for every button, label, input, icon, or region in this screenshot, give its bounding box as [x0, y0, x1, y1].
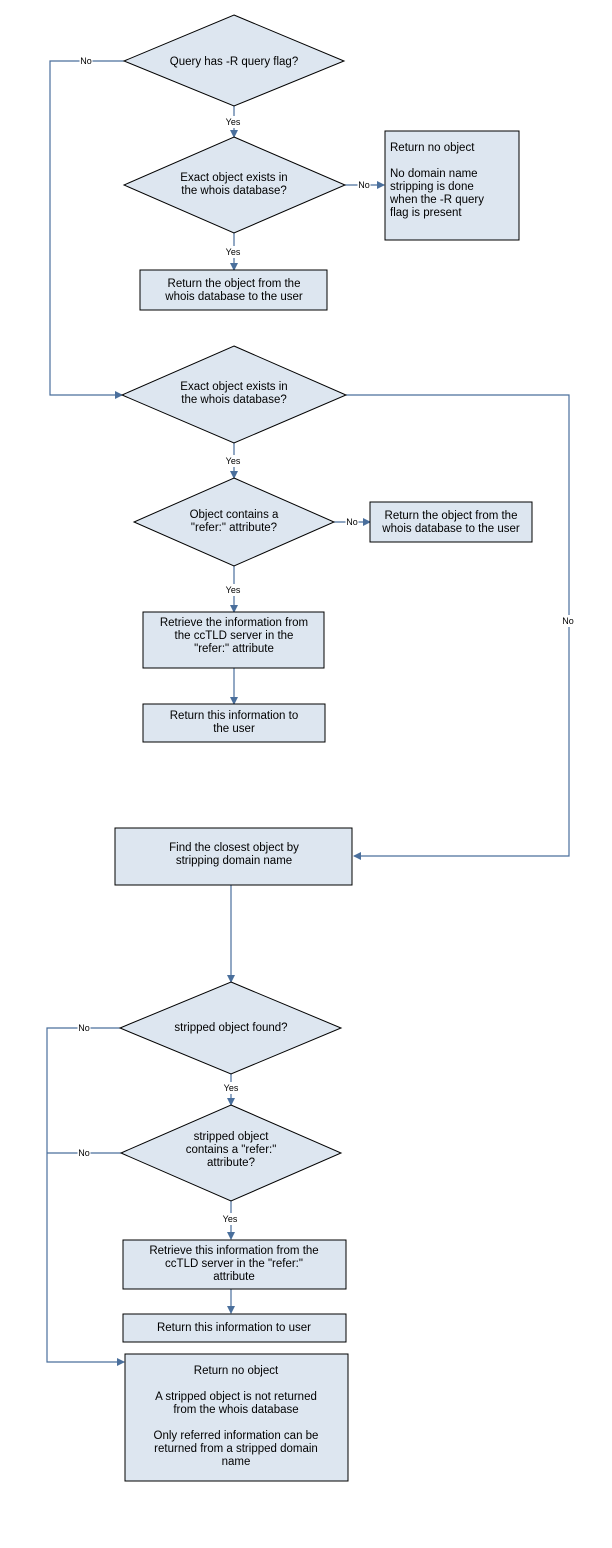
- edge-d1-d3: [49, 60, 124, 399]
- edge-label-no: No: [562, 616, 574, 626]
- edge-label-bg: [79, 55, 93, 67]
- node-text-line: stripping domain name: [176, 855, 292, 867]
- node-text-line: Object contains a: [190, 509, 279, 521]
- node-text-line: Return no object: [194, 1365, 279, 1377]
- decision-stripped-found: [118, 981, 343, 1075]
- node-text-line: contains a "refer:": [186, 1144, 277, 1156]
- node-text-line: Retrieve the information from: [160, 617, 308, 629]
- edge-label-yes: Yes: [226, 117, 241, 127]
- box-retrieve-cctld: [142, 611, 325, 669]
- decision-exact-object-1: [122, 136, 347, 234]
- node-text-line: when the -R query: [389, 194, 484, 206]
- node-text-line: whois database to the user: [164, 291, 303, 303]
- edge-label-yes: Yes: [226, 585, 241, 595]
- node-text-line: Return the object from the: [385, 510, 518, 522]
- node-text-line: A stripped object is not returned: [155, 1391, 317, 1403]
- edge-label-bg: [223, 455, 243, 467]
- edge-d5-r2: [46, 1027, 125, 1366]
- edge-label-yes: Yes: [226, 456, 241, 466]
- edge-label-no: No: [358, 180, 370, 190]
- node-text-d4: Object contains a"refer:" attribute?: [190, 509, 279, 534]
- box-return-info-2: [122, 1313, 347, 1343]
- edge-label-yes: Yes: [224, 1083, 239, 1093]
- node-text-line: Query has -R query flag?: [170, 56, 298, 68]
- node-text-line: Return no object: [390, 142, 475, 154]
- node-text-line: the whois database?: [181, 394, 287, 406]
- node-text-line: name: [222, 1456, 251, 1468]
- box-return-no-object-stripped: [124, 1353, 349, 1482]
- edge-label-bg: [77, 1022, 91, 1034]
- edge-label-no: No: [80, 56, 92, 66]
- edge-label-no: No: [78, 1023, 90, 1033]
- edge-label-yes: Yes: [226, 247, 241, 257]
- decision-r-flag: [122, 14, 346, 107]
- node-text-d5: stripped object found?: [174, 1022, 287, 1034]
- edge-label-bg: [220, 1213, 240, 1225]
- edge-label-bg: [223, 584, 243, 596]
- node-text-line: stripped object found?: [174, 1022, 287, 1034]
- edge-label-bg: [221, 1082, 241, 1094]
- edge-label-bg: [561, 615, 575, 627]
- node-text-line: the whois database?: [181, 185, 287, 197]
- edge-label-bg: [223, 246, 243, 258]
- decision-exact-object-2: [120, 345, 348, 444]
- node-text-line: Retrieve this information from the: [149, 1245, 318, 1257]
- edge-d3-b5: [346, 394, 570, 860]
- node-text-line: Only referred information can be: [154, 1430, 319, 1442]
- node-text-line: Exact object exists in: [180, 172, 287, 184]
- edge-label-bg: [77, 1147, 91, 1159]
- edge-label-bg: [345, 516, 359, 528]
- box-return-info-1: [142, 703, 326, 743]
- edge-label-no: No: [346, 517, 358, 527]
- node-text-line: Return the object from the: [168, 278, 301, 290]
- node-text-line: Return this information to: [170, 710, 298, 722]
- node-text-line: "refer:" attribute?: [191, 522, 277, 534]
- node-text-line: "refer:" attribute: [194, 643, 274, 655]
- node-text-line: returned from a stripped domain: [154, 1443, 318, 1455]
- decision-stripped-refer: [119, 1104, 343, 1202]
- box-return-object-2: [369, 501, 533, 543]
- node-text-line: stripping is done: [390, 181, 474, 193]
- decision-refer-attribute: [132, 477, 336, 567]
- node-text-d1: Query has -R query flag?: [170, 56, 298, 68]
- node-text-line: attribute: [213, 1271, 255, 1283]
- node-text-line: the ccTLD server in the: [175, 630, 294, 642]
- node-text-line: stripped object: [194, 1131, 270, 1143]
- node-text-r2: Return no object A stripped object is not…: [154, 1365, 319, 1468]
- node-text-line: Exact object exists in: [180, 381, 287, 393]
- box-retrieve-cctld-stripped: [122, 1239, 347, 1290]
- edge-label-bg: [357, 179, 371, 191]
- edge-label-yes: Yes: [223, 1214, 238, 1224]
- edge-label-bg: [223, 116, 243, 128]
- node-text-line: flag is present: [390, 207, 462, 219]
- node-text-line: whois database to the user: [381, 523, 520, 535]
- box-find-closest-object: [114, 827, 353, 886]
- box-return-no-object-r-flag: [384, 130, 520, 241]
- node-text-line: from the whois database: [173, 1404, 298, 1416]
- node-text-line: No domain name: [390, 168, 478, 180]
- node-text-line: Return this information to user: [157, 1322, 311, 1334]
- node-text-line: ccTLD server in the "refer:": [165, 1258, 303, 1270]
- node-text-line: the user: [213, 723, 255, 735]
- node-text-b7: Return this information to user: [157, 1322, 311, 1334]
- node-text-line: Find the closest object by: [169, 842, 299, 854]
- node-text-line: attribute?: [207, 1157, 255, 1169]
- box-return-object-1: [139, 269, 328, 311]
- edge-label-no: No: [78, 1148, 90, 1158]
